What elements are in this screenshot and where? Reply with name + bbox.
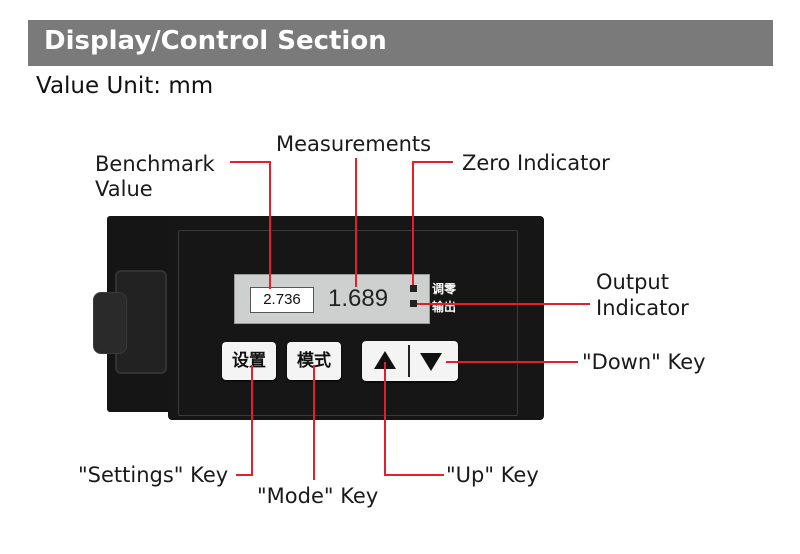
unit-text: Value Unit: mm: [36, 73, 214, 99]
benchmark-label-line2: Value: [95, 177, 153, 201]
mode-key[interactable]: 模式: [287, 342, 341, 380]
zero-indicator-led: [410, 285, 417, 292]
section-title: Display/Control Section: [44, 26, 387, 56]
down-key-arrow-icon[interactable]: [420, 353, 442, 371]
connector-plug: [93, 292, 127, 354]
measurement-value-readout: 1.689: [328, 285, 389, 312]
benchmark-callout-line: [230, 161, 271, 289]
zero-indicator-callout-line: [412, 161, 453, 285]
output-indicator-label-line1: Output: [596, 270, 669, 294]
benchmark-label-line1: Benchmark: [95, 152, 215, 176]
up-key-arrow-icon[interactable]: [374, 351, 396, 369]
down-key-label: "Down" Key: [582, 350, 706, 374]
zero-indicator-label: Zero Indicator: [462, 151, 610, 175]
section-header: Display/Control Section: [28, 20, 773, 66]
mode-key-label: "Mode" Key: [257, 484, 379, 508]
zero-indicator-text: 调零: [432, 282, 457, 296]
device-front-bezel: [178, 230, 518, 416]
up-key-callout-line: [384, 362, 444, 476]
settings-key-callout-line: [236, 365, 253, 476]
benchmark-value-readout: 2.736: [250, 287, 314, 313]
measurements-label: Measurements: [276, 132, 432, 156]
output-indicator-led: [410, 300, 417, 307]
settings-key-label: "Settings" Key: [78, 463, 229, 487]
arrow-keypad: [362, 341, 458, 381]
settings-key[interactable]: 设置: [222, 342, 276, 380]
up-key-label: "Up" Key: [446, 463, 539, 487]
arrow-key-divider: [408, 345, 410, 377]
output-indicator-label-line2: Indicator: [596, 296, 689, 320]
